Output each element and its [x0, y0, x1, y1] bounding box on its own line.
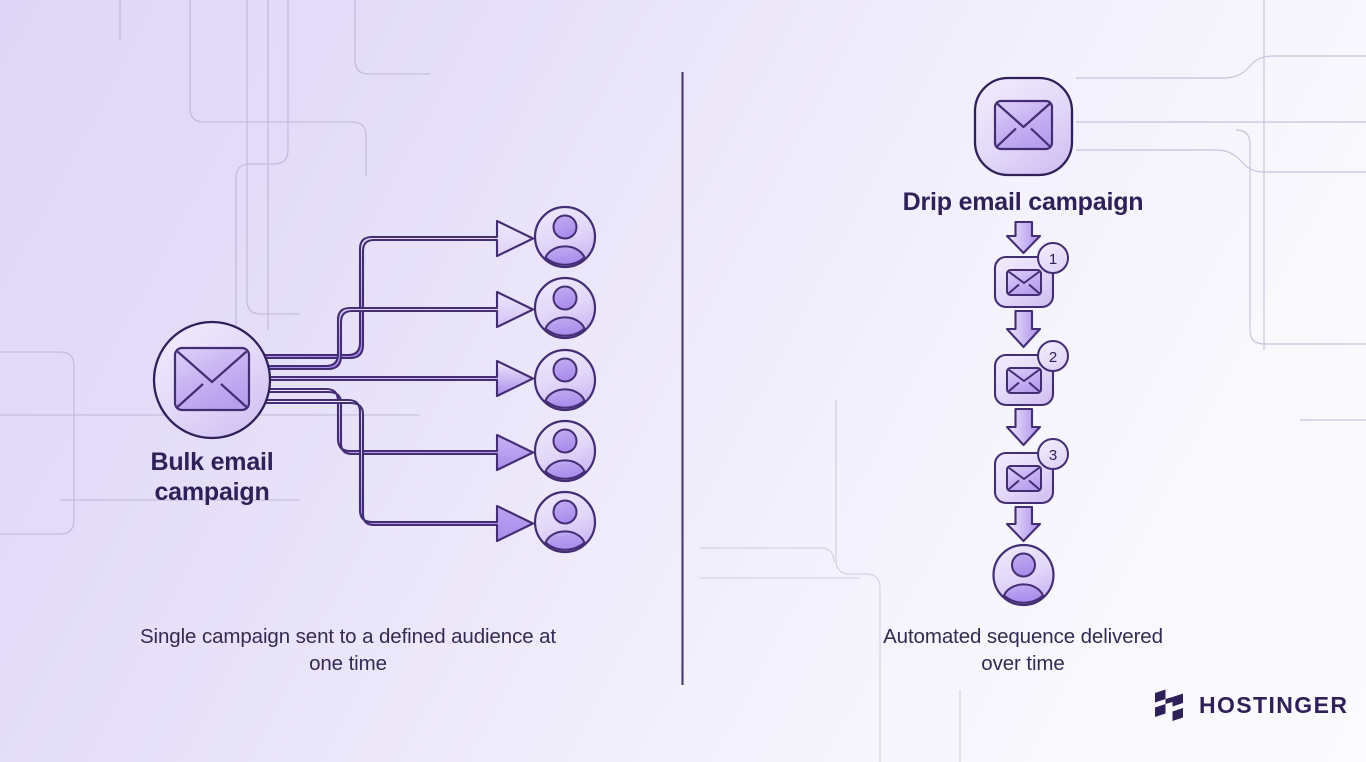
envelope-icon — [1006, 367, 1042, 394]
envelope-icon — [1006, 465, 1042, 492]
bulk-campaign-caption: Single campaign sent to a defined audien… — [139, 625, 557, 676]
bulk-arrow-2 — [260, 290, 535, 371]
step-badge-3 — [1037, 438, 1069, 470]
drip-campaign-caption: Automated sequence delivered over time — [883, 625, 1163, 676]
bulk-arrow-4 — [260, 387, 535, 472]
bulk-campaign-title: Bulk email campaign — [88, 448, 336, 507]
bulk-campaign-title-line2: campaign — [154, 477, 270, 506]
bulk-email-source-icon — [152, 320, 272, 440]
envelope-icon — [173, 346, 251, 412]
hostinger-h-logo — [1155, 689, 1183, 721]
bulk-arrow-5 — [260, 398, 535, 543]
brand-name: HOSTINGER — [1199, 691, 1349, 718]
person-avatar-icon-5 — [533, 490, 597, 554]
bulk-campaign-title-line1: Bulk email — [150, 448, 274, 476]
step-badge-2 — [1037, 340, 1069, 372]
drip-sequence-arrows — [1005, 220, 1042, 543]
person-avatar-icon-3 — [533, 348, 597, 412]
envelope-icon — [993, 99, 1054, 151]
person-avatar-icon-2 — [533, 276, 597, 340]
bulk-arrow-1 — [260, 219, 535, 360]
down-arrow-icon-2 — [1005, 407, 1042, 447]
drip-campaign-title: Drip email campaign — [902, 188, 1144, 216]
person-avatar-icon-4 — [533, 419, 597, 483]
envelope-icon — [1006, 269, 1042, 296]
drip-step-2: 2 — [993, 340, 1069, 407]
drip-step-3: 3 — [993, 438, 1069, 505]
person-avatar-icon-1 — [533, 205, 597, 269]
down-arrow-icon-1 — [1005, 309, 1042, 349]
down-arrow-icon-3 — [1005, 505, 1042, 543]
drip-email-source-icon — [973, 76, 1074, 177]
bulk-distribution-arrows — [260, 219, 535, 543]
brand-lockup: HOSTINGER — [1152, 688, 1348, 722]
bulk-arrow-3 — [260, 359, 535, 398]
step-badge-2-number: 2 — [1049, 349, 1057, 366]
drip-step-1: 1 — [993, 242, 1069, 309]
drip-recipient-avatar — [992, 543, 1055, 607]
step-badge-1 — [1037, 242, 1069, 274]
down-arrow-icon-0 — [1005, 220, 1042, 255]
step-badge-3-number: 3 — [1049, 447, 1057, 464]
step-badge-1-number: 1 — [1049, 251, 1057, 268]
bulk-recipient-avatars — [533, 205, 597, 554]
